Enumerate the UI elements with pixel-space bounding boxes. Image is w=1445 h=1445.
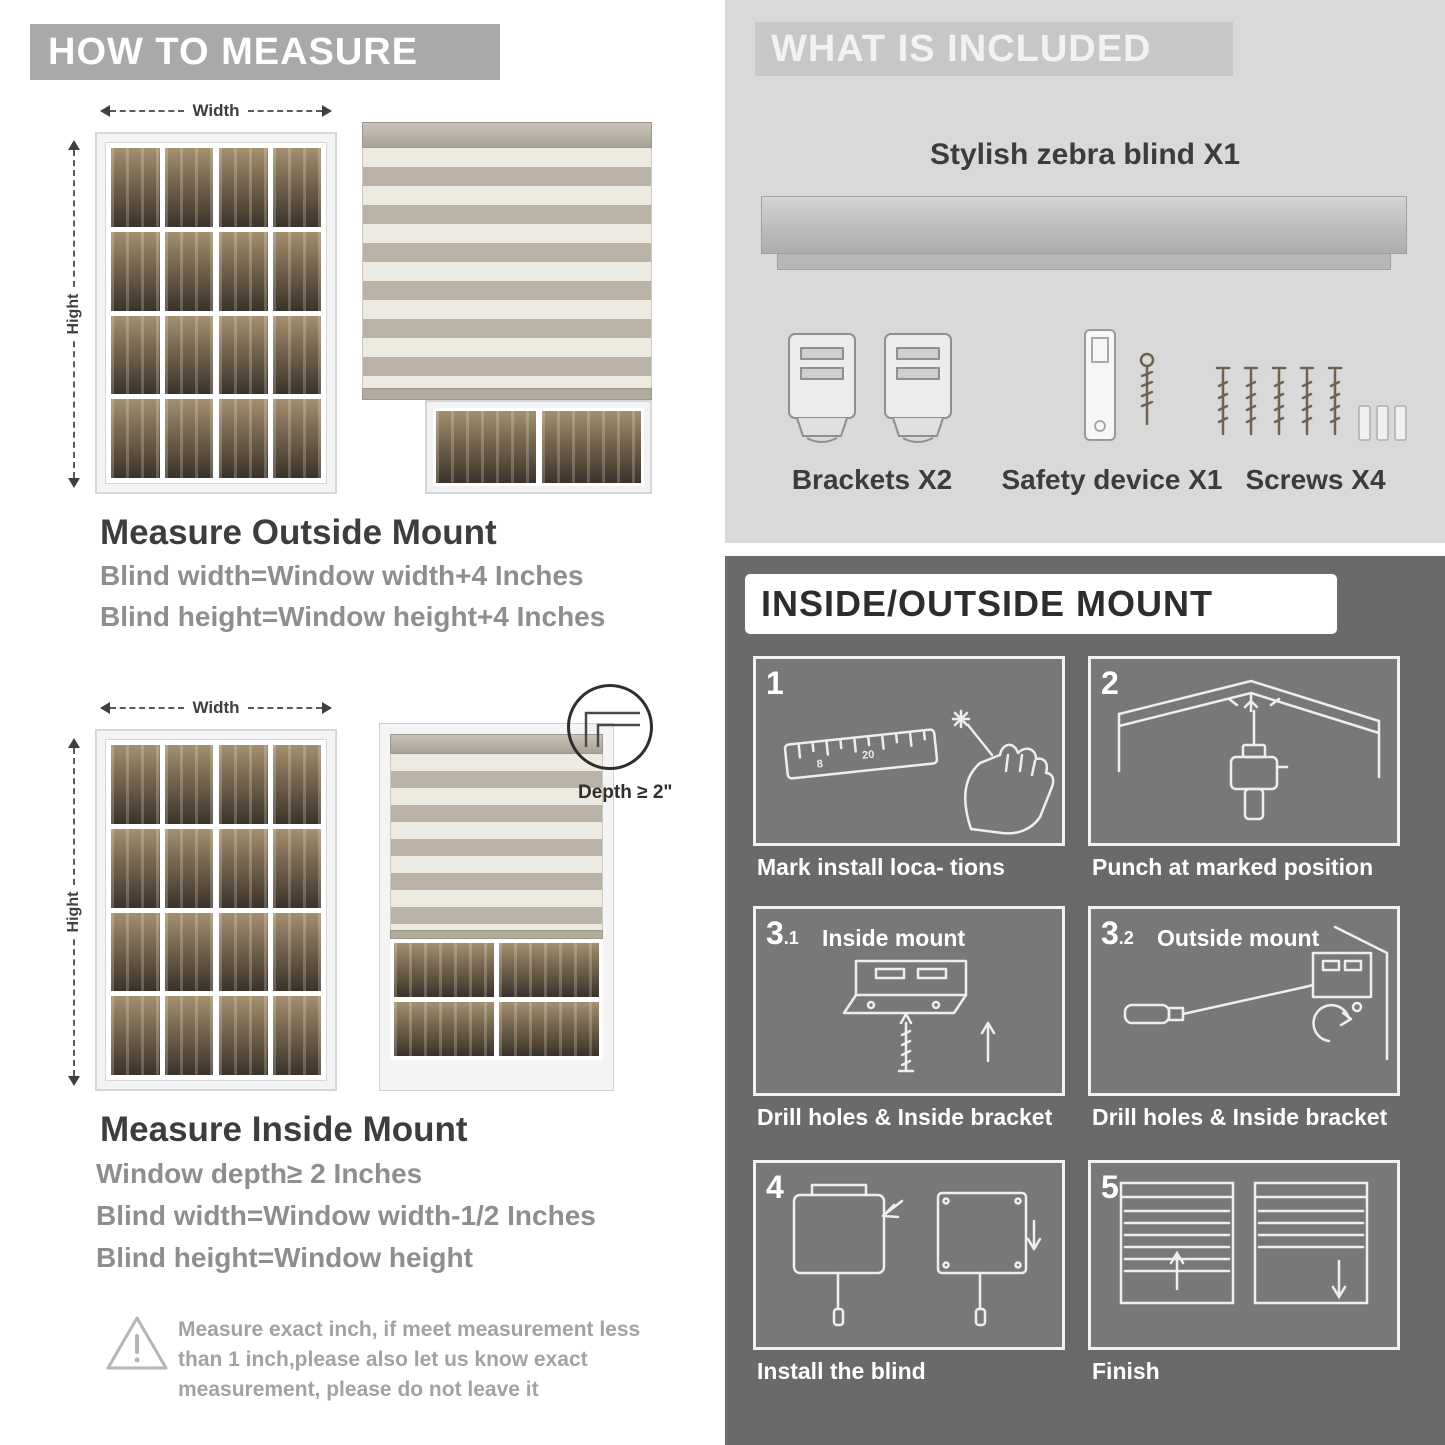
arrow-down-icon — [68, 478, 80, 488]
window-sash — [219, 745, 321, 1075]
step-caption: Drill holes & Inside bracket — [1092, 1104, 1388, 1130]
arrow-left-icon — [100, 105, 110, 117]
step-caption: Finish — [1092, 1358, 1160, 1384]
arrow-right-icon — [322, 702, 332, 714]
corner-detail-icon — [584, 711, 640, 747]
inside-mount-title: Measure Inside Mount — [100, 1110, 468, 1149]
window-sash — [111, 148, 213, 478]
step-panel-1: 1 8 — [753, 656, 1065, 846]
arrow-right-icon — [322, 105, 332, 117]
product-label: Stylish zebra blind X1 — [929, 138, 1241, 171]
zebra-blind-illustration-inside — [379, 723, 614, 1091]
width-label: Width — [192, 698, 240, 717]
step-number: 2 — [1101, 665, 1119, 701]
depth-callout-circle — [567, 684, 653, 770]
outside-mount-title: Measure Outside Mount — [100, 513, 497, 552]
brackets-icon — [788, 333, 952, 443]
safety-device-label: Safety device X1 — [1001, 464, 1223, 495]
step-panel-3-2: 3.2 Outside mount — [1088, 906, 1400, 1096]
how-to-measure-header: HOW TO MEASURE — [30, 24, 500, 80]
safety-device-icon — [1084, 329, 1155, 441]
inside-outside-mount-section: INSIDE/OUTSIDE MOUNT 1 — [725, 556, 1445, 1445]
outside-bracket-screwdriver-illustration — [1123, 925, 1389, 1061]
depth-label: Depth ≥ 2" — [578, 782, 673, 803]
measure-note: Measure exact inch, if meet measurement … — [178, 1318, 641, 1341]
window-below-blind — [425, 400, 652, 494]
step-number: 5 — [1101, 1169, 1119, 1205]
step-caption: Install the blind — [757, 1358, 926, 1384]
width-label: Width — [192, 101, 240, 120]
inside-outside-mount-header: INSIDE/OUTSIDE MOUNT — [745, 574, 1337, 634]
blind-bottom-rail — [390, 930, 603, 939]
inside-bracket-screw-illustration — [842, 959, 996, 1073]
arrow-up-icon — [68, 738, 80, 748]
step-caption: Punch at marked position — [1092, 854, 1374, 880]
inside-mount-rule: Blind width=Window width-1/2 Inches — [96, 1200, 596, 1231]
screws-label: Screws X4 — [1245, 464, 1386, 495]
arrow-left-icon — [100, 702, 110, 714]
inside-mount-rule: Blind height=Window height — [96, 1242, 473, 1273]
measure-note: than 1 inch,please also let us know exac… — [178, 1348, 588, 1371]
width-arrow: Width — [100, 101, 332, 120]
what-is-included-header: WHAT IS INCLUDED — [755, 22, 1233, 76]
outside-mount-label: Outside mount — [1157, 925, 1320, 951]
window-illustration-outside — [95, 132, 337, 494]
svg-text:8: 8 — [816, 758, 823, 771]
step-panel-5: 5 — [1088, 1160, 1400, 1350]
svg-text:20: 20 — [862, 749, 875, 762]
step-panel-2: 2 — [1088, 656, 1400, 846]
window-illustration-inside — [95, 729, 337, 1091]
height-label: Hight — [63, 287, 85, 341]
height-arrow: Hight — [63, 140, 85, 488]
outside-mount-rule: Blind height=Window height+4 Inches — [100, 601, 606, 632]
zebra-blind-illustration-outside — [362, 122, 652, 400]
step-panel-3-1: 3.1 Inside mount — [753, 906, 1065, 1096]
headrail-illustration — [761, 196, 1407, 254]
headrail-lip — [777, 254, 1391, 270]
brackets-label: Brackets X2 — [791, 464, 953, 495]
install-blind-illustration — [792, 1183, 1042, 1327]
arrow-down-icon — [68, 1076, 80, 1086]
height-label: Hight — [63, 885, 85, 939]
blind-stripes — [362, 148, 652, 388]
step-caption: Mark install loca- tions — [757, 854, 1005, 880]
inside-mount-label: Inside mount — [822, 925, 966, 951]
what-is-included-section: WHAT IS INCLUDED Stylish zebra blind X1 — [725, 0, 1445, 543]
warning-triangle-icon — [106, 1316, 168, 1370]
step-caption: Drill holes & Inside bracket — [757, 1104, 1053, 1130]
window-sash — [219, 148, 321, 478]
width-arrow: Width — [100, 698, 332, 717]
step-number: 1 — [766, 665, 784, 701]
step-number: 3.2 — [1101, 915, 1134, 951]
screws-icon — [1215, 366, 1407, 441]
window-sash — [111, 745, 213, 1075]
measure-note: measurement, please do not leave it — [178, 1378, 539, 1401]
blind-cassette — [362, 122, 652, 148]
blind-stripes — [390, 754, 603, 930]
step-panel-4: 4 — [753, 1160, 1065, 1350]
mark-location-illustration: 8 20 — [783, 709, 1055, 835]
step-number: 4 — [766, 1169, 784, 1205]
inside-mount-rule: Window depth≥ 2 Inches — [96, 1158, 423, 1189]
outside-mount-rule: Blind width=Window width+4 Inches — [100, 560, 584, 591]
blind-bottom-rail — [362, 388, 652, 400]
height-arrow: Hight — [63, 738, 85, 1086]
arrow-up-icon — [68, 140, 80, 150]
finished-blinds-illustration — [1119, 1181, 1369, 1305]
step-number: 3.1 — [766, 915, 799, 951]
drill-ceiling-illustration — [1117, 679, 1381, 821]
